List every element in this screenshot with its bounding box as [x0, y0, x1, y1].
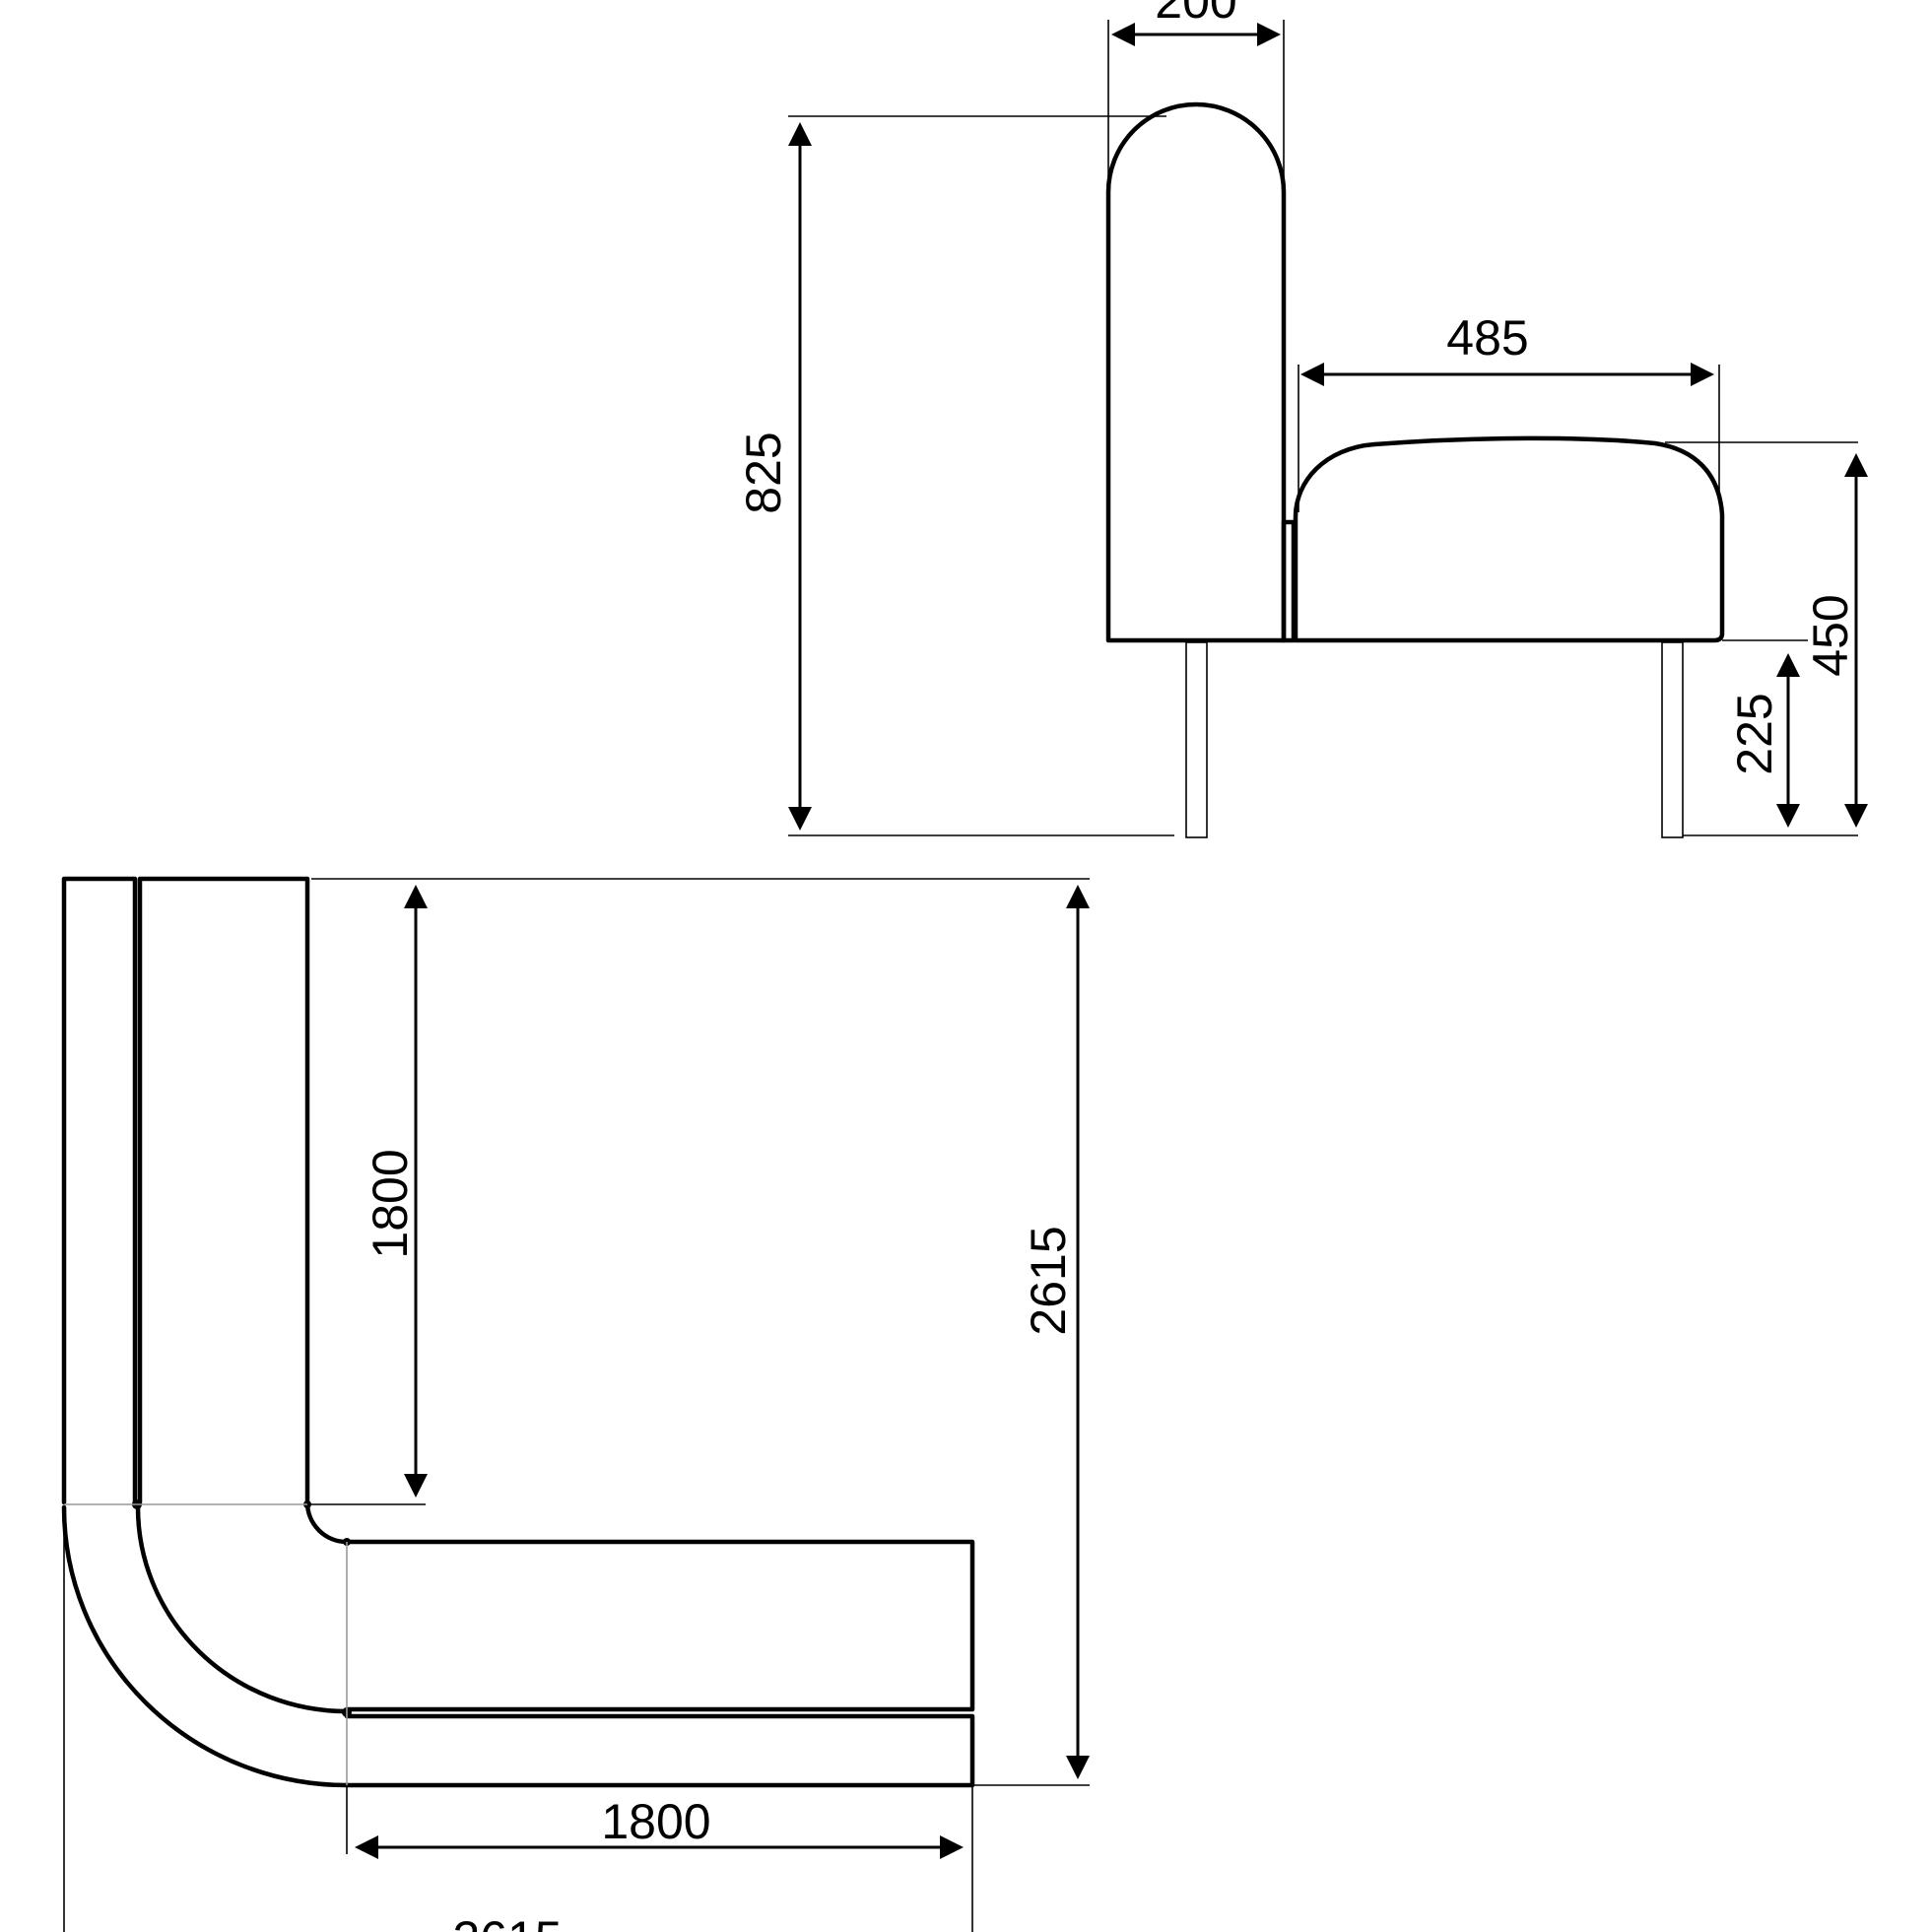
dim-label-total-height: 825 — [736, 432, 791, 513]
plan-seat-horizontal — [344, 1539, 975, 1712]
plan-backrest-strip-horizontal — [344, 1713, 975, 1788]
dim-label-arm-length-horizontal: 1800 — [601, 1794, 710, 1849]
dimension-total-height: 825 — [736, 122, 812, 831]
plan-corner-outer-curve — [61, 1504, 350, 1788]
dimension-total-length-horizontal: 2615 — [452, 1911, 562, 1932]
plan-corner-middle-curve — [135, 1504, 350, 1714]
plan-corner-inner-curve — [304, 1499, 350, 1545]
plan-seat-vertical — [137, 876, 310, 1505]
seat-cushion-outline — [1293, 435, 1725, 643]
dim-label-backrest-depth: 200 — [1155, 0, 1236, 29]
backrest-outline — [1105, 101, 1287, 643]
dim-label-total-length-horizontal: 2615 — [452, 1911, 562, 1932]
dimension-seat-height: 450 — [1803, 453, 1868, 828]
side-view: 200 485 825 450 225 — [736, 0, 1868, 838]
dimension-total-length-vertical: 2615 — [1021, 885, 1090, 1779]
dim-label-seat-height: 450 — [1803, 594, 1858, 676]
dim-label-leg-height: 225 — [1727, 693, 1782, 774]
dimension-leg-height: 225 — [1727, 653, 1800, 828]
dimension-arm-length-horizontal: 1800 — [355, 1794, 964, 1859]
backrest-seat-joint — [1281, 519, 1297, 643]
dimension-arm-length-vertical: 1800 — [363, 885, 428, 1498]
leg-back — [1661, 641, 1684, 838]
plan-backrest-strip-vertical — [61, 876, 138, 1505]
dimension-seat-depth: 485 — [1300, 310, 1714, 386]
dim-label-total-length-vertical: 2615 — [1021, 1226, 1076, 1335]
leg-front — [1185, 641, 1208, 838]
dimension-backrest-depth: 200 — [1111, 0, 1281, 46]
dim-label-seat-depth: 485 — [1446, 310, 1528, 366]
dim-label-arm-length-vertical: 1800 — [363, 1149, 418, 1258]
plan-view: 1800 2615 1800 2615 — [61, 876, 1090, 1932]
